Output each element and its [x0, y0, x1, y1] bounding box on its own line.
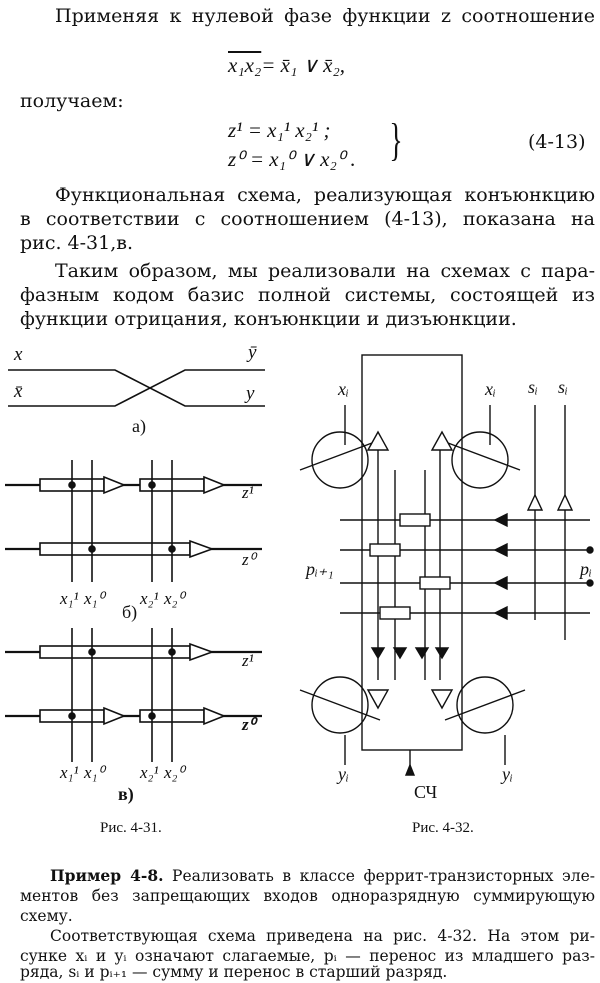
paragraph-line: фазным кодом базис полной системы, состо…: [20, 284, 595, 306]
paragraph-line: в соответствии с соотношением (4-13), по…: [20, 208, 595, 230]
paragraph-line: ряда, sᵢ и pᵢ₊₁ — сумму и перенос в стар…: [20, 963, 448, 981]
label-z0: z⁰: [241, 550, 258, 569]
label-ybar: ȳ: [246, 342, 257, 363]
label-xi-left: xᵢ: [337, 379, 349, 399]
example-line: схему.: [20, 907, 73, 925]
equation-z1: z¹ = x₁¹ x₂¹ ;: [228, 118, 331, 142]
label-x21: x₂¹: [139, 589, 159, 608]
example-text: Реализовать в классе феррит-транзисторны…: [163, 867, 595, 885]
label-si-1: sᵢ: [528, 377, 538, 397]
label-sch: СЧ: [414, 782, 438, 802]
paragraph-line: рис. 4-31,в.: [20, 232, 134, 254]
label-p-next: pᵢ₊₁: [304, 559, 334, 579]
equation-number: (4-13): [528, 131, 586, 153]
label-z1: z¹: [241, 651, 254, 670]
paragraph-line: функции отрицания, конъюнкции и дизъюнкц…: [20, 308, 517, 330]
paragraph-line: Таким образом, мы реализовали на схемах …: [55, 260, 595, 282]
paragraph-1-line: получаем:: [20, 90, 124, 112]
formula-lhs: x₁x₂: [228, 53, 262, 77]
label-x11: x₁¹: [59, 763, 79, 782]
label-y: y: [244, 383, 255, 404]
label-yi-left: yᵢ: [336, 764, 349, 784]
figure-4-32: xᵢ xᵢ sᵢ sᵢ pᵢ₊₁ pᵢ yᵢ yᵢ СЧ: [299, 354, 594, 802]
label-x10: x₁⁰: [83, 763, 106, 782]
label-xbar: x̄: [13, 381, 23, 402]
label-yi-right: yᵢ: [500, 764, 513, 784]
formula-rhs: = x̄₁ ∨ x̄₂,: [261, 53, 346, 77]
caption-4-32: Рис. 4-32.: [412, 820, 474, 836]
example-line: ментов без запрещающих входов одноразряд…: [20, 887, 595, 905]
label-x21: x₂¹: [139, 763, 159, 782]
label-v: в): [118, 784, 134, 805]
equation-z0: z⁰ = x₁⁰ ∨ x₂⁰ .: [228, 147, 356, 171]
formula-de-morgan: x₁x₂= x̄₁ ∨ x̄₂,: [228, 53, 345, 78]
label-x10: x₁⁰: [83, 589, 106, 608]
label-x20: x₂⁰: [163, 589, 186, 608]
label-si-2: sᵢ: [558, 377, 568, 397]
label-p-i: pᵢ: [578, 559, 592, 579]
paragraph-line: сунке xᵢ и yᵢ означают слагаемые, pᵢ — п…: [20, 947, 595, 965]
paragraph-1-line: Применяя к нулевой фазе функции z соотно…: [55, 5, 595, 27]
label-z1: z¹: [241, 483, 254, 502]
caption-4-31: Рис. 4-31.: [100, 820, 162, 836]
figures: x x̄ ȳ y а) z¹ z⁰ x₁¹ x₁⁰ x₂¹ x₂⁰ б) z¹: [5, 342, 594, 836]
figure-4-31a: x x̄ ȳ y а): [8, 342, 265, 437]
label-z0: z⁰: [241, 715, 259, 734]
figure-4-31v: z¹ z⁰ x₁¹ x₁⁰ x₂¹ x₂⁰ в): [5, 628, 262, 805]
label-x: x: [13, 344, 23, 365]
label-b: б): [122, 602, 137, 623]
example-line: Пример 4-8. Реализовать в классе феррит-…: [50, 866, 595, 887]
brace: }: [389, 114, 403, 165]
label-a: а): [132, 416, 146, 437]
label-xi-right: xᵢ: [484, 379, 496, 399]
label-x20: x₂⁰: [163, 763, 186, 782]
label-x11: x₁¹: [59, 589, 79, 608]
paragraph-line: Функциональная схема, реализующая конъюн…: [55, 184, 595, 206]
figure-4-31b: z¹ z⁰ x₁¹ x₁⁰ x₂¹ x₂⁰ б): [5, 460, 262, 623]
paragraph-line: Соответствующая схема приведена на рис. …: [50, 927, 595, 945]
example-title: Пример 4-8.: [50, 866, 164, 885]
